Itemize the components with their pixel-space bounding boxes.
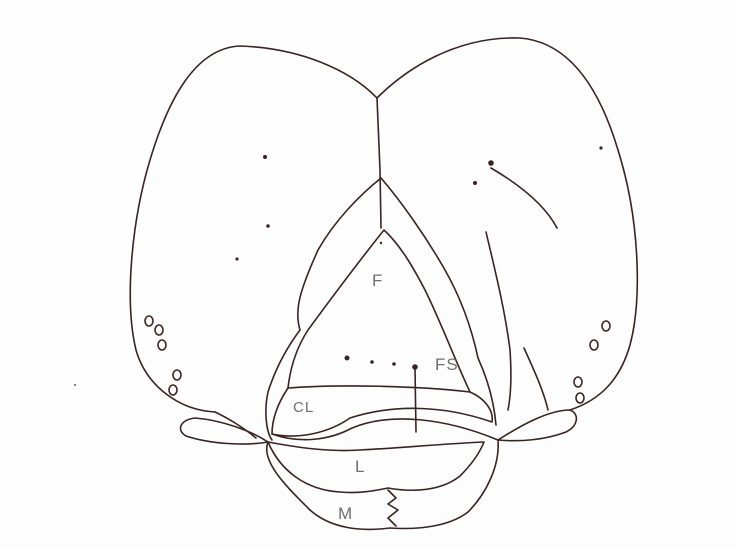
frons-dot-3: [392, 362, 396, 366]
mandible-outline: [267, 440, 499, 529]
left-lobe-dot-3: [235, 257, 238, 260]
right-setal-line-2: [486, 232, 511, 410]
mandible-label: M: [338, 505, 353, 522]
left-antennal-lobe: [180, 418, 268, 444]
frons-apex-dot: [380, 242, 382, 244]
left-ocellus-1: [145, 316, 153, 326]
left-lobe-dot-1: [263, 155, 267, 159]
clypeus-lower-edge: [272, 419, 498, 440]
right-antennal-lobe: [498, 410, 576, 441]
left-lobe-dot-2: [266, 224, 270, 228]
frons-label: F: [372, 272, 383, 289]
frons-dot-4: [412, 364, 418, 370]
right-setal-line-3: [524, 348, 548, 410]
frons-outer-border-right: [381, 178, 496, 425]
right-lobe-dot-3: [599, 146, 602, 149]
right-ocellus-1: [602, 321, 610, 331]
right-lobe-dot-1: [488, 160, 494, 166]
left-ocellus-3: [158, 340, 166, 350]
frontal-suture-label: FS: [435, 356, 459, 373]
right-ocellus-2: [590, 340, 598, 350]
frontal-suture-line: [415, 368, 416, 432]
left-ocellus-2: [155, 325, 163, 335]
epicranial-suture: [377, 98, 381, 228]
left-ocellus-4: [173, 370, 181, 380]
clypeus-label: CL: [293, 400, 314, 415]
left-ocellus-5: [169, 385, 177, 395]
stray-mark: [74, 384, 76, 386]
right-ocellus-3: [574, 377, 582, 387]
frons-dot-1: [345, 356, 350, 361]
right-ocellus-4: [576, 393, 584, 403]
left-head-lobe: [130, 46, 377, 412]
frons-dot-2: [370, 360, 374, 364]
labrum-label: L: [355, 458, 365, 475]
right-setal-line-1: [491, 168, 557, 228]
mandible-teeth: [388, 490, 398, 526]
left-lobe-inner: [215, 412, 256, 438]
right-lobe-dot-2: [473, 181, 477, 185]
labrum-outline: [268, 442, 484, 493]
